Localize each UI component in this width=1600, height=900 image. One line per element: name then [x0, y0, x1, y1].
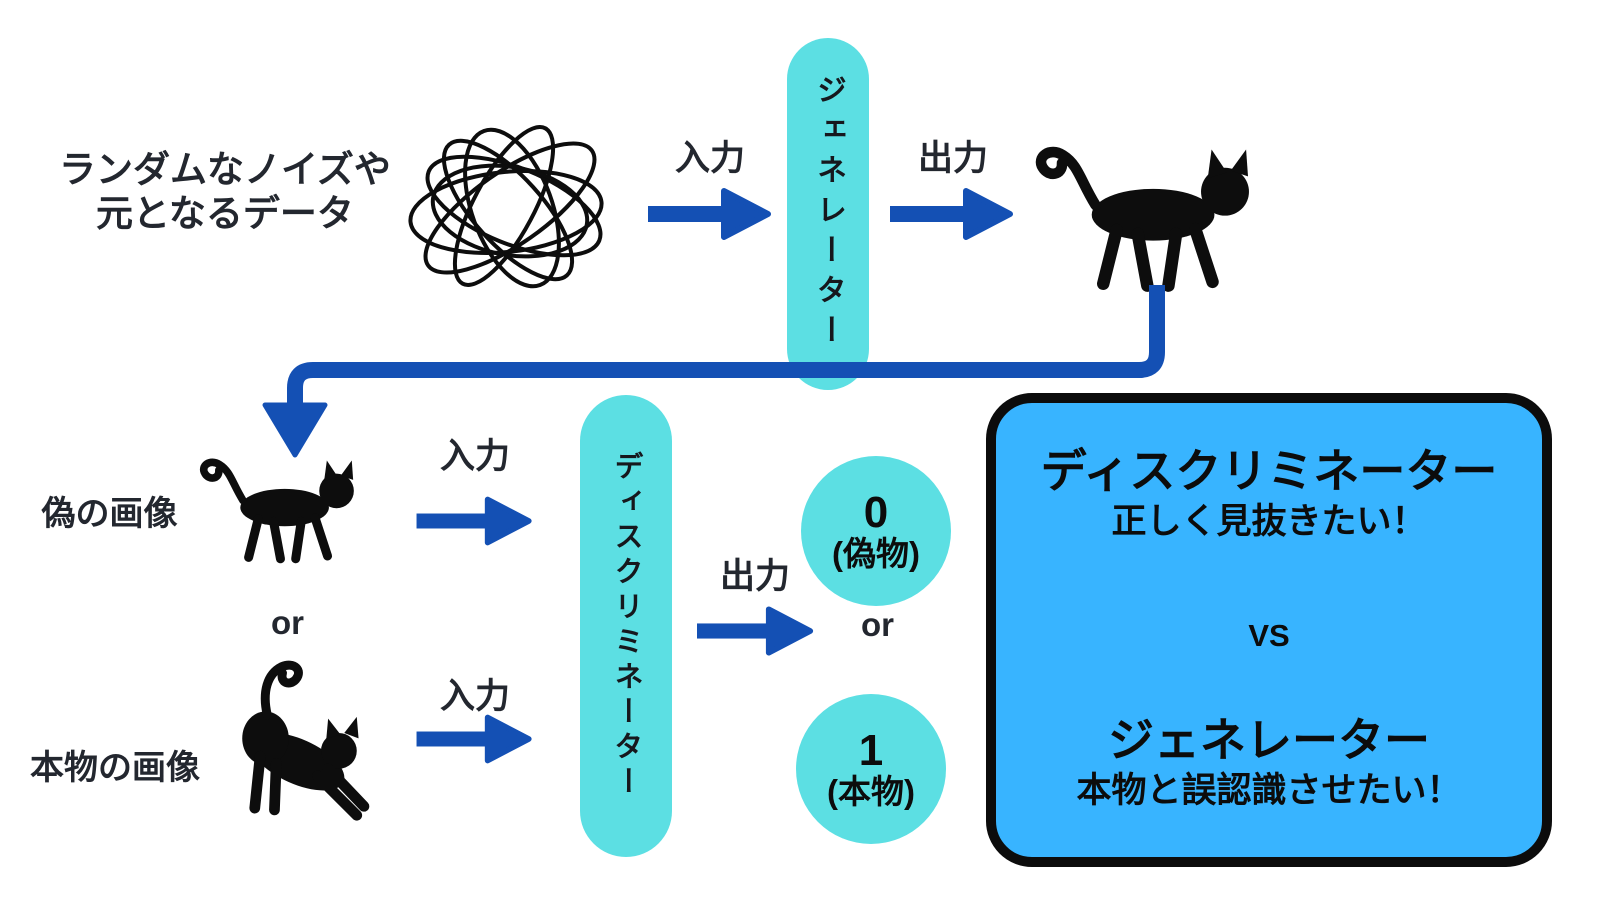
generated-cat-icon [1035, 146, 1249, 292]
generator-output-label: 出力 [917, 139, 988, 178]
discriminator-output-arrow-icon [697, 606, 814, 656]
vs-panel-generator-title: ジェネレーター [1108, 713, 1430, 766]
generator-input-label: 入力 [674, 139, 745, 178]
discriminator-input-arrow-fake-icon [416, 496, 532, 546]
generator-block: ジェネレーター [787, 38, 869, 390]
discriminator-block: ディスクリミネーター [580, 395, 672, 857]
discriminator-label: ディスクリミネーター [610, 451, 642, 801]
result-real-caption: (本物) [827, 772, 915, 810]
generator-label: ジェネレーター [812, 74, 845, 354]
discriminator-input-label-fake: 入力 [439, 437, 510, 476]
discriminator-output-label: 出力 [719, 557, 790, 596]
fake-image-label: 偽の画像 [41, 495, 178, 533]
vs-panel-vs-label: VS [1248, 617, 1290, 653]
real-cat-icon [242, 660, 370, 821]
vs-panel-discriminator-title: ディスクリミネーター [1040, 445, 1498, 497]
vs-panel-discriminator-goal: 正しく見抜きたい！ [1111, 502, 1427, 542]
noise-source-label: ランダムなノイズや 元となるデータ [30, 148, 420, 237]
generator-input-arrow-icon [648, 188, 771, 240]
or-label-left: or [271, 604, 304, 641]
discriminator-input-arrow-real-icon [416, 714, 532, 764]
real-image-label: 本物の画像 [30, 749, 200, 787]
result-fake-badge: 0 (偽物) [801, 456, 951, 606]
fake-cat-icon [200, 458, 354, 564]
result-fake-value: 0 [863, 487, 889, 537]
vs-panel-generator-goal: 本物と誤認識させたい！ [1076, 771, 1462, 811]
noise-source-label-line1: ランダムなノイズや [59, 149, 391, 190]
result-fake-caption: (偽物) [832, 534, 920, 572]
generator-output-arrow-icon [890, 188, 1013, 240]
discriminator-input-label-real: 入力 [439, 677, 510, 716]
result-real-badge: 1 (本物) [796, 694, 946, 844]
noise-source-label-line2: 元となるデータ [96, 193, 354, 235]
flow-connector-arrow [262, 285, 1165, 458]
noise-scribble-icon [408, 125, 604, 289]
or-label-right: or [861, 606, 894, 643]
vs-panel: ディスクリミネーター 正しく見抜きたい！ VS ジェネレーター 本物と誤認識させ… [986, 393, 1552, 867]
result-real-value: 1 [858, 725, 884, 775]
